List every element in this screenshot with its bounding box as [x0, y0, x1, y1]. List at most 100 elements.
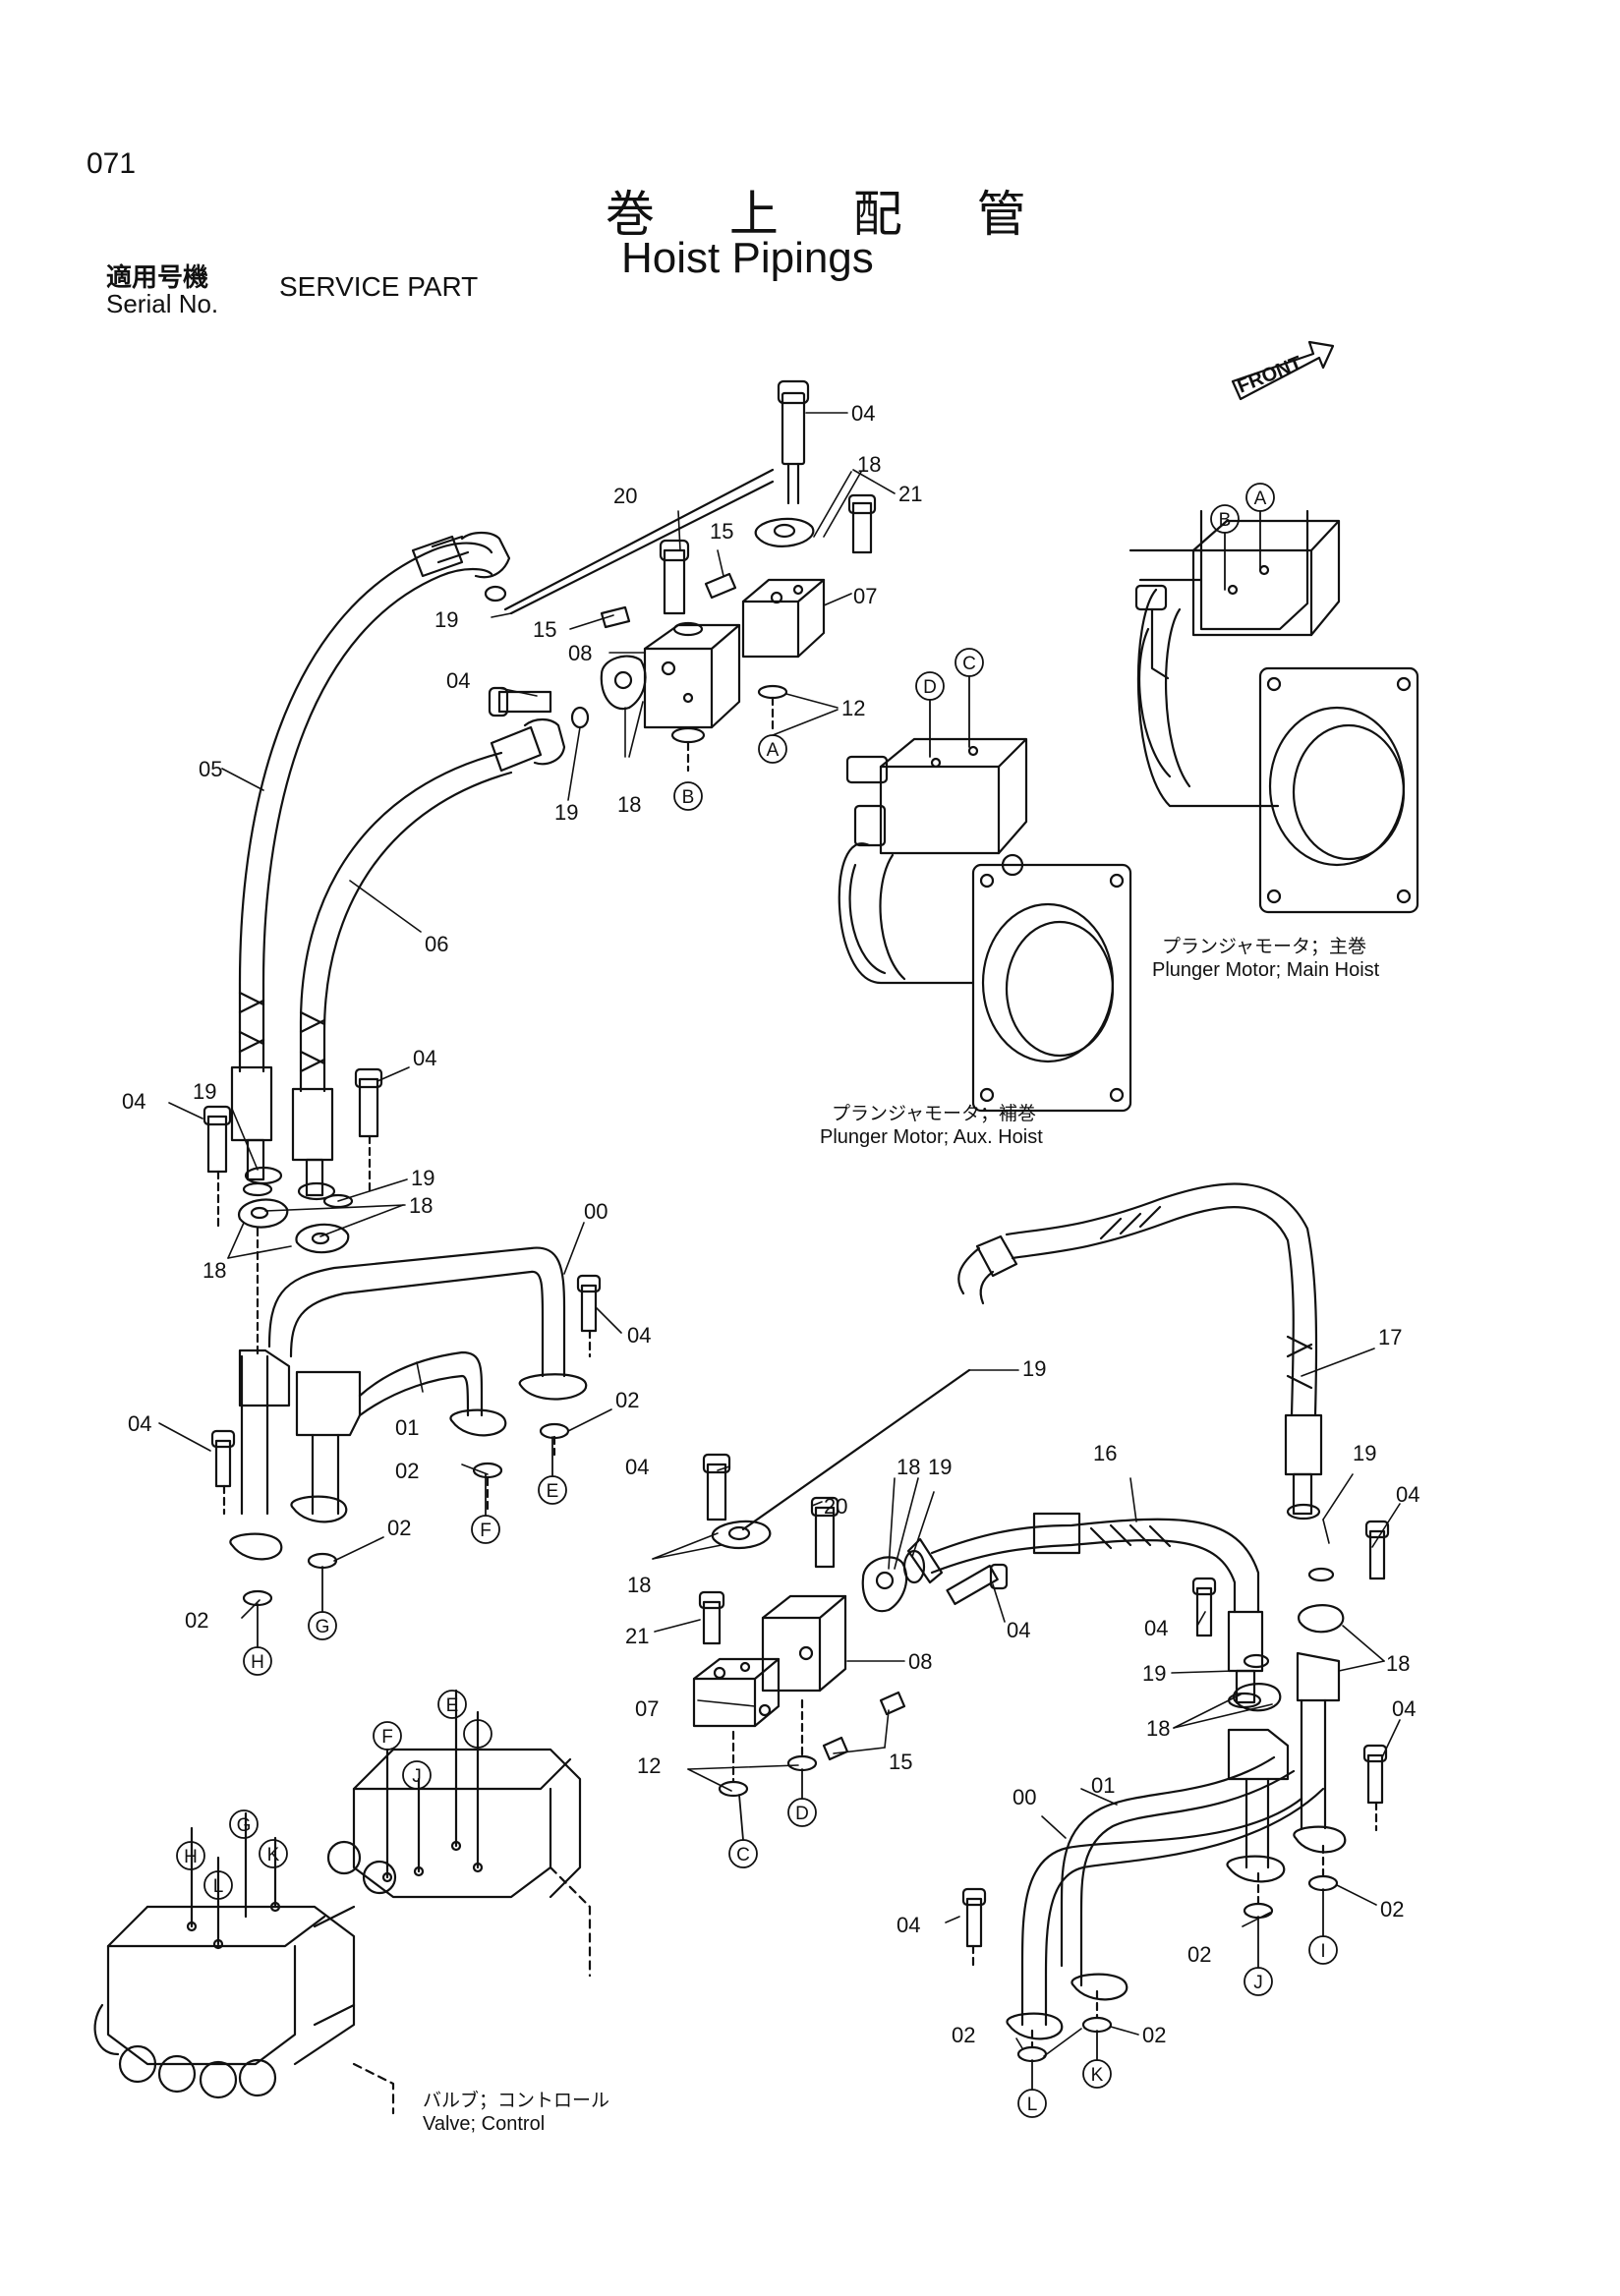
part-label: 21: [625, 1624, 649, 1648]
part-label: 12: [637, 1753, 661, 1778]
port-label: E: [547, 1481, 559, 1502]
front-arrow-icon: FRONT: [1231, 340, 1335, 401]
port-label: B: [682, 787, 695, 808]
part-label: 04: [1392, 1696, 1416, 1721]
control-valve: [93, 1689, 592, 2115]
part-label: 04: [128, 1411, 151, 1436]
part-label: 06: [425, 932, 448, 956]
lower-manifold: [692, 1368, 1009, 1798]
port-label: J: [1253, 1973, 1263, 1993]
part-label: 04: [627, 1323, 651, 1348]
title-english: Hoist Pipings: [621, 234, 874, 282]
port-label: C: [736, 1845, 750, 1866]
port-label: A: [767, 740, 780, 761]
part-label: 04: [413, 1046, 436, 1070]
part-label: 04: [122, 1089, 145, 1114]
part-label: 04: [1144, 1616, 1168, 1640]
page-number: 071: [87, 147, 137, 180]
aux-motor-caption-jp: プランジャモータ；補巻: [832, 1103, 1037, 1124]
port-label: B: [1219, 510, 1232, 531]
port-label: A: [1254, 488, 1267, 509]
port-label: H: [184, 1847, 198, 1867]
part-labels: 04 18 21 20 15 15 19 07 08 04 12 18 19 0…: [122, 401, 1419, 2047]
part-label: 04: [851, 401, 875, 426]
valve-caption-jp: バルブ；コントロール: [423, 2090, 610, 2111]
port-label: K: [1091, 2065, 1104, 2086]
part-label: 19: [554, 800, 578, 825]
aux-hoist-motor: [838, 737, 1132, 1113]
serial-label-english: Serial No.: [106, 289, 219, 318]
part-label: 02: [952, 2023, 975, 2047]
hose-05: [230, 531, 511, 1185]
valve-caption-en: Valve; Control: [423, 2113, 546, 2135]
pipe-assembly-left: [202, 1067, 602, 1607]
port-label: K: [267, 1845, 280, 1866]
part-label: 18: [857, 452, 881, 477]
port-label: H: [251, 1652, 264, 1673]
port-label: C: [962, 654, 976, 674]
port-labels: [176, 483, 1338, 2118]
part-label: 02: [387, 1516, 411, 1540]
part-label: 19: [193, 1079, 216, 1104]
part-label: 04: [446, 668, 470, 693]
part-label: 04: [1007, 1618, 1030, 1642]
port-label: F: [381, 1727, 393, 1748]
part-label: 02: [615, 1388, 639, 1412]
port-label: J: [412, 1766, 422, 1787]
hose-06: [291, 718, 566, 1201]
part-label: 19: [434, 607, 458, 632]
part-label: 07: [635, 1696, 659, 1721]
part-label: 08: [908, 1649, 932, 1674]
front-label: FRONT: [1235, 352, 1305, 397]
part-label: 19: [1022, 1356, 1046, 1381]
part-label: 08: [568, 641, 592, 665]
port-label: I: [475, 1725, 480, 1746]
leader-lines: [158, 412, 1401, 2057]
title-japanese: 巻 上 配 管: [606, 186, 1056, 243]
part-label: 18: [1146, 1716, 1170, 1741]
port-label: E: [446, 1695, 459, 1716]
part-label: 01: [1091, 1773, 1115, 1798]
part-label: 19: [1142, 1661, 1166, 1686]
part-label: 21: [898, 482, 922, 506]
port-label-text: A B A B D C F E G H D C J I L K E F I J …: [184, 488, 1326, 2115]
part-label: 20: [613, 484, 637, 508]
main-hoist-motor: [1128, 509, 1419, 914]
part-label: 15: [710, 519, 733, 544]
part-label: 02: [185, 1608, 208, 1633]
port-label: F: [480, 1521, 492, 1541]
part-label: 04: [897, 1913, 920, 1937]
part-label: 18: [409, 1193, 433, 1218]
part-label: 19: [411, 1166, 434, 1190]
hose-17: [957, 1182, 1323, 1521]
part-label: 18: [627, 1573, 651, 1597]
part-label: 20: [824, 1494, 847, 1519]
part-label: 18: [202, 1258, 226, 1283]
aux-motor-caption-en: Plunger Motor; Aux. Hoist: [820, 1126, 1043, 1148]
part-label: 02: [1187, 1942, 1211, 1967]
upper-manifold: [484, 379, 877, 773]
part-label: 19: [928, 1455, 952, 1479]
serial-label-japanese: 適用号機: [106, 263, 209, 293]
part-label: 19: [1353, 1441, 1376, 1465]
part-label: 02: [395, 1459, 419, 1483]
part-label: 05: [199, 757, 222, 781]
part-label: 00: [1012, 1785, 1036, 1809]
part-label: 12: [841, 696, 865, 720]
part-label: 17: [1378, 1325, 1402, 1349]
hose-16: [902, 1512, 1264, 1709]
part-label: 07: [853, 584, 877, 608]
port-label: G: [237, 1815, 252, 1836]
part-label: 00: [584, 1199, 608, 1224]
part-label: 02: [1142, 2023, 1166, 2047]
part-label: 18: [617, 792, 641, 817]
part-label: 18: [897, 1455, 920, 1479]
port-label: I: [1320, 1941, 1325, 1962]
port-label: D: [795, 1804, 809, 1824]
part-label: 18: [1386, 1651, 1410, 1676]
part-label: 15: [533, 617, 556, 642]
part-label: 02: [1380, 1897, 1404, 1922]
part-label: 16: [1093, 1441, 1117, 1465]
